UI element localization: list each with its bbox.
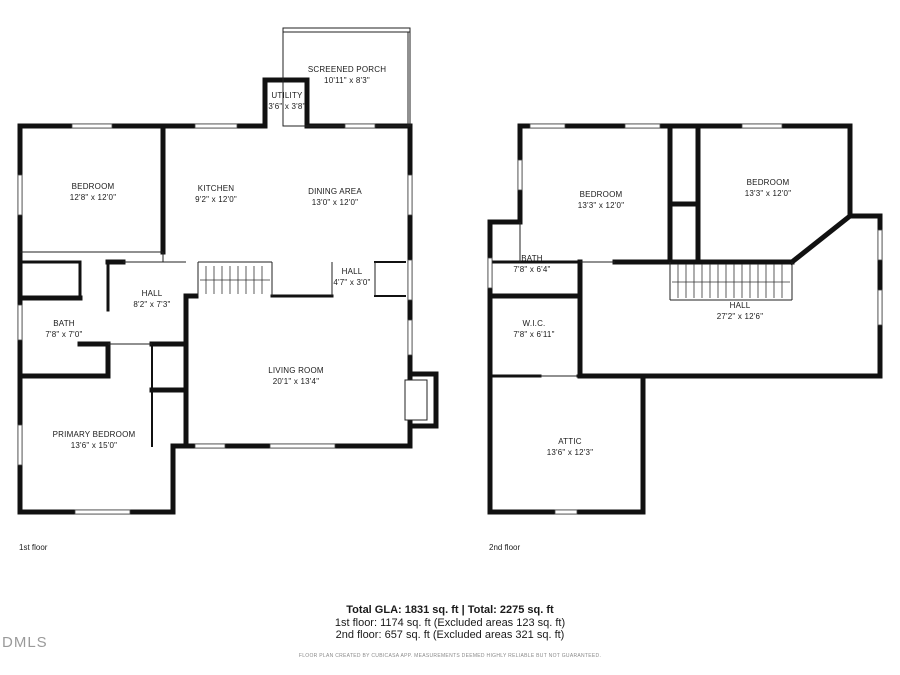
room-hall: HALL 8'2" x 7'3" [133,288,170,310]
total-gla: Total GLA: 1831 sq. ft | Total: 2275 sq.… [346,604,554,616]
first-floor-stairs [200,266,270,294]
room-dimensions: 4'7" x 3'0" [333,278,371,287]
room-name: BEDROOM [71,182,115,191]
room-name: HALL [729,301,751,310]
second-floor-windows [487,123,883,515]
room-name: UTILITY [271,91,303,100]
room-dimensions: 8'2" x 7'3" [133,300,171,309]
room-utility: UTILITY 3'6" x 3'8" [268,90,305,112]
room-dimensions: 20'1" x 13'4" [272,377,320,386]
second-floor-area: 2nd floor: 657 sq. ft (Excluded areas 32… [335,629,565,641]
disclaimer: FLOOR PLAN CREATED BY CUBICASA APP. MEAS… [298,653,602,659]
room-dimensions: 10'11" x 8'3" [324,76,370,85]
room-name: SCREENED PORCH [307,65,387,74]
room-name: KITCHEN [197,184,235,193]
room-dimensions: 9'2" x 12'0" [195,195,237,204]
first-floor-windows [17,123,413,515]
room-bedroom: BEDROOM 12'8" x 12'0" [70,181,116,203]
room-name: ATTIC [558,437,582,446]
room-hall-small: HALL 4'7" x 3'0" [333,266,370,288]
room-wic: W.I.C. 7'8" x 6'11" [513,318,554,340]
room-name: W.I.C. [522,319,546,328]
second-floor-thin-walls [519,222,793,377]
room-name: BEDROOM [579,190,623,199]
room-dimensions: 7'8" x 6'4" [513,265,551,274]
room-name: HALL [341,267,363,276]
room-primary-bedroom: PRIMARY BEDROOM 13'6" x 15'0" [53,429,136,451]
first-floor-area: 1st floor: 1174 sq. ft (Excluded areas 1… [334,617,566,629]
room-kitchen: KITCHEN 9'2" x 12'0" [195,183,237,205]
second-floor-walls [487,123,883,515]
room-dimensions: 13'3" x 12'0" [744,189,792,198]
room-dimensions: 12'8" x 12'0" [69,193,117,202]
room-bath-2: BATH 7'8" x 6'4" [513,253,550,275]
room-dimensions: 7'8" x 7'0" [45,330,83,339]
first-floor-thin-walls [20,27,428,421]
room-dimensions: 13'3" x 12'0" [577,201,625,210]
second-floor-label: 2nd floor [489,543,521,552]
room-dimensions: 13'6" x 15'0" [70,441,118,450]
second-floor-stairs [672,264,790,298]
first-floor-label: 1st floor [19,543,48,552]
area-summary: Total GLA: 1831 sq. ft | Total: 2275 sq.… [0,604,900,641]
room-bath: BATH 7'8" x 7'0" [45,318,82,340]
room-attic: ATTIC 13'6" x 12'3" [547,436,593,458]
room-hall-2: HALL 27'2" x 12'6" [717,300,763,322]
room-bedroom-a: BEDROOM 13'3" x 12'0" [578,189,624,211]
room-bedroom-b: BEDROOM 13'3" x 12'0" [745,177,791,199]
room-name: BATH [53,319,75,328]
room-dimensions: 27'2" x 12'6" [716,312,764,321]
room-dimensions: 13'0" x 12'0" [311,198,359,207]
room-screened-porch: SCREENED PORCH 10'11" x 8'3" [308,64,386,86]
room-dimensions: 7'8" x 6'11" [513,330,555,339]
mls-logo: DMLS [2,634,48,651]
room-name: BEDROOM [746,178,790,187]
room-living-room: LIVING ROOM 20'1" x 13'4" [268,365,324,387]
room-name: BATH [521,254,543,263]
room-name: DINING AREA [308,187,362,196]
room-dimensions: 3'6" x 3'8" [268,102,306,111]
room-name: PRIMARY BEDROOM [52,430,136,439]
room-dining-area: DINING AREA 13'0" x 12'0" [308,186,362,208]
room-name: LIVING ROOM [268,366,324,375]
room-name: HALL [141,289,163,298]
room-dimensions: 13'6" x 12'3" [546,448,594,457]
